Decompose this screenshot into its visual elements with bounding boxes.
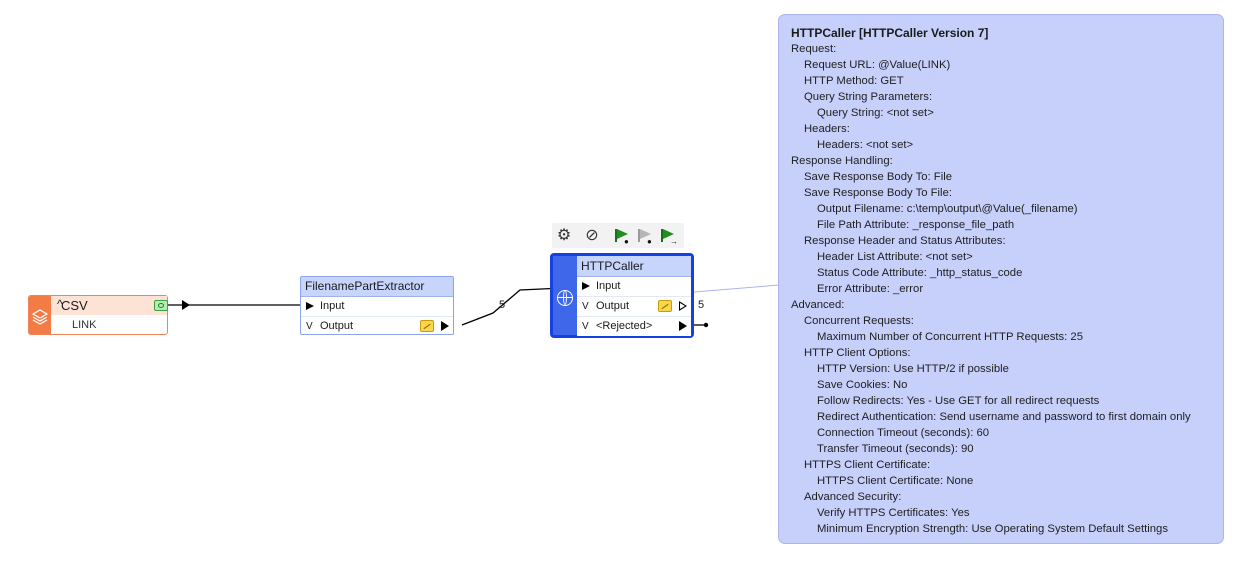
tooltip-line: Request: [791, 43, 837, 55]
httpcaller-node[interactable]: HTTPCaller Input V Output V <Rejected> [550, 253, 694, 338]
tooltip-line: Response Handling: [791, 155, 893, 167]
tooltip-leader-line [693, 284, 780, 293]
tooltip-line: Advanced: [791, 299, 845, 311]
tooltip-line: File Path Attribute: _response_file_path [817, 219, 1015, 231]
disable-icon[interactable]: ⊘ [585, 227, 599, 244]
input-port-arrow-icon[interactable] [306, 302, 314, 310]
tooltip-line: Headers: [804, 123, 850, 135]
tooltip-line: Follow Redirects: Yes - Use GET for all … [817, 395, 1100, 407]
tooltip-line: Verify HTTPS Certificates: Yes [817, 507, 970, 519]
collapse-caret-icon[interactable]: ^ [57, 297, 63, 311]
tooltip-line: Maximum Number of Concurrent HTTP Reques… [817, 331, 1083, 343]
extractor-input-label: Input [320, 300, 345, 312]
tooltip-line: HTTPS Client Certificate: [804, 459, 931, 471]
tooltip-line: Redirect Authentication: Send username a… [817, 411, 1191, 423]
tooltip-line: Output Filename: c:\temp\output\@Value(_… [817, 203, 1078, 215]
tooltip-line: HTTP Version: Use HTTP/2 if possible [817, 363, 1009, 375]
httpcaller-rejected-port-row[interactable]: V <Rejected> [577, 317, 691, 336]
tooltip-line: Query String Parameters: [804, 91, 933, 103]
output-port-hollow-arrow-icon[interactable] [679, 301, 687, 311]
tooltip-line: Headers: <not set> [817, 139, 914, 151]
gear-icon[interactable]: ⚙ [556, 227, 572, 244]
tooltip-line: Query String: <not set> [817, 107, 934, 119]
feature-cache-eye-icon[interactable] [154, 300, 168, 311]
partial-cache-icon[interactable] [658, 300, 672, 312]
tooltip-line: Connection Timeout (seconds): 60 [817, 427, 990, 439]
tooltip-lines: Request: Request URL: @Value(LINK) HTTP Me… [791, 41, 1223, 537]
chevron-down-icon[interactable]: V [306, 321, 313, 332]
reader-side-bar [29, 296, 51, 334]
tooltip-line: Status Code Attribute: _http_status_code [817, 267, 1023, 279]
httpcaller-output-port-row[interactable]: V Output [577, 297, 691, 317]
httpcaller-rejected-label: <Rejected> [596, 320, 653, 332]
csv-attribute-link: LINK [72, 319, 97, 331]
csv-output-port[interactable] [182, 300, 190, 310]
extractor-input-port-row[interactable]: Input [301, 297, 453, 317]
chevron-down-icon[interactable]: V [582, 321, 589, 332]
extractor-title[interactable]: FilenamePartExtractor [301, 277, 453, 297]
parameters-tooltip: HTTPCaller [HTTPCaller Version 7] Reques… [778, 14, 1224, 544]
csv-reader-header[interactable]: ^ CSV [51, 296, 190, 315]
globe-icon [557, 290, 573, 306]
httpcaller-side-bar [553, 256, 577, 335]
tooltip-line: Minimum Encryption Strength: Use Operati… [817, 523, 1168, 535]
extractor-feature-count: 5 [499, 299, 506, 311]
tooltip-title: HTTPCaller [HTTPCaller Version 7] [791, 26, 989, 40]
extractor-output-port-row[interactable]: V Output [301, 317, 453, 336]
run-from-this-icon[interactable]: ● [638, 229, 652, 246]
tooltip-line: HTTP Method: GET [804, 75, 904, 87]
run-just-this-icon[interactable]: → [661, 229, 678, 246]
csv-reader-title: CSV [61, 298, 88, 313]
csv-reader-node[interactable]: ^ CSV LINK [28, 295, 190, 335]
input-port-arrow-icon[interactable] [582, 282, 590, 290]
tooltip-line: Concurrent Requests: [804, 315, 914, 327]
tooltip-line: Request URL: @Value(LINK) [804, 59, 951, 71]
transformer-toolbar: ⚙ ⊘ ● ● → [552, 223, 684, 248]
chevron-down-icon[interactable]: V [582, 301, 589, 312]
tooltip-line: Save Response Body To: File [804, 171, 952, 183]
tooltip-line: Advanced Security: [804, 491, 902, 503]
dangling-connection-end [703, 322, 709, 328]
httpcaller-input-label: Input [596, 280, 621, 292]
output-port-arrow-icon[interactable] [441, 321, 449, 331]
tooltip-line: Response Header and Status Attributes: [804, 235, 1006, 247]
tooltip-line: Save Cookies: No [817, 379, 908, 391]
httpcaller-input-port-row[interactable]: Input [577, 277, 691, 297]
tooltip-line: Transfer Timeout (seconds): 90 [817, 443, 974, 455]
tooltip-line: Save Response Body To File: [804, 187, 952, 199]
httpcaller-title[interactable]: HTTPCaller [577, 256, 691, 277]
run-to-this-icon[interactable]: ● [615, 229, 629, 246]
layers-icon [31, 309, 49, 325]
partial-cache-icon[interactable] [420, 320, 434, 332]
httpcaller-feature-count: 5 [698, 299, 705, 311]
filename-part-extractor-node[interactable]: FilenamePartExtractor Input V Output [300, 276, 454, 335]
tooltip-line: HTTPS Client Certificate: None [817, 475, 974, 487]
httpcaller-output-label: Output [596, 300, 630, 312]
tooltip-line: Error Attribute: _error [817, 283, 924, 295]
tooltip-line: Header List Attribute: <not set> [817, 251, 973, 263]
rejected-port-arrow-icon[interactable] [679, 321, 687, 331]
extractor-output-label: Output [320, 320, 354, 332]
tooltip-line: HTTP Client Options: [804, 347, 911, 359]
